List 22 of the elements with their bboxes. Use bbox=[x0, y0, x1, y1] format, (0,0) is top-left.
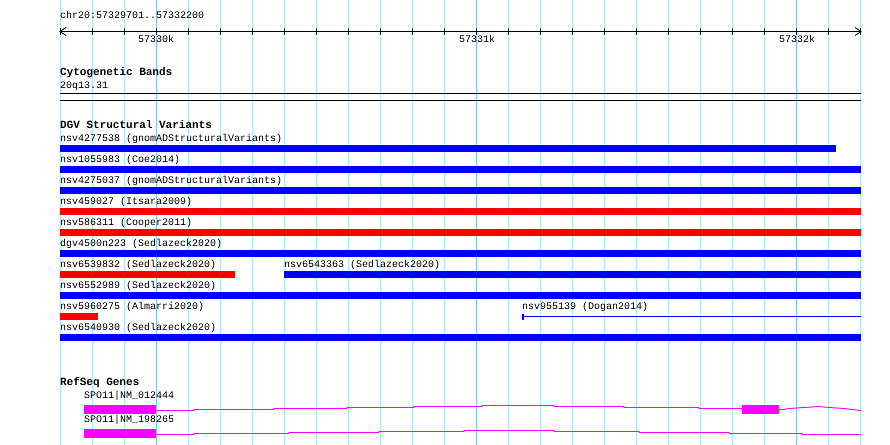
feature-label: nsv6543363 (Sedlazeck2020) bbox=[284, 260, 440, 271]
region-label: chr20:57329701..57332200 bbox=[60, 11, 204, 22]
feature-label: nsv955139 (Dogan2014) bbox=[522, 302, 648, 313]
feature-label: nsv6552989 (Sedlazeck2020) bbox=[60, 281, 216, 292]
feature-label: nsv4275037 (gnomADStructuralVariants) bbox=[60, 176, 282, 187]
tick-label: 57330k bbox=[138, 35, 174, 46]
feature-label: nsv6539832 (Sedlazeck2020) bbox=[60, 260, 216, 271]
feature-label: nsv4277538 (gnomADStructuralVariants) bbox=[60, 134, 282, 145]
track-heading: Cytogenetic Bands bbox=[60, 68, 172, 79]
gene-label: SPO11|NM_012444 bbox=[84, 391, 174, 402]
feature-label: nsv586311 (Cooper2011) bbox=[60, 218, 192, 229]
tick-label: 57332k bbox=[779, 35, 815, 46]
feature-label: nsv6540930 (Sedlazeck2020) bbox=[60, 323, 216, 334]
track-heading: DGV Structural Variants bbox=[60, 121, 212, 132]
feature-label: nsv5960275 (Almarri2020) bbox=[60, 302, 204, 313]
gene-label: SPO11|NM_198265 bbox=[84, 415, 174, 426]
tick-label: 57331k bbox=[459, 35, 495, 46]
band-label: 20q13.31 bbox=[60, 81, 108, 92]
track-heading: RefSeq Genes bbox=[60, 378, 140, 389]
feature-label: dgv4500n223 (Sedlazeck2020) bbox=[60, 239, 222, 250]
feature-label: nsv1055983 (Coe2014) bbox=[60, 155, 180, 166]
feature-label: nsv459027 (Itsara2009) bbox=[60, 197, 192, 208]
